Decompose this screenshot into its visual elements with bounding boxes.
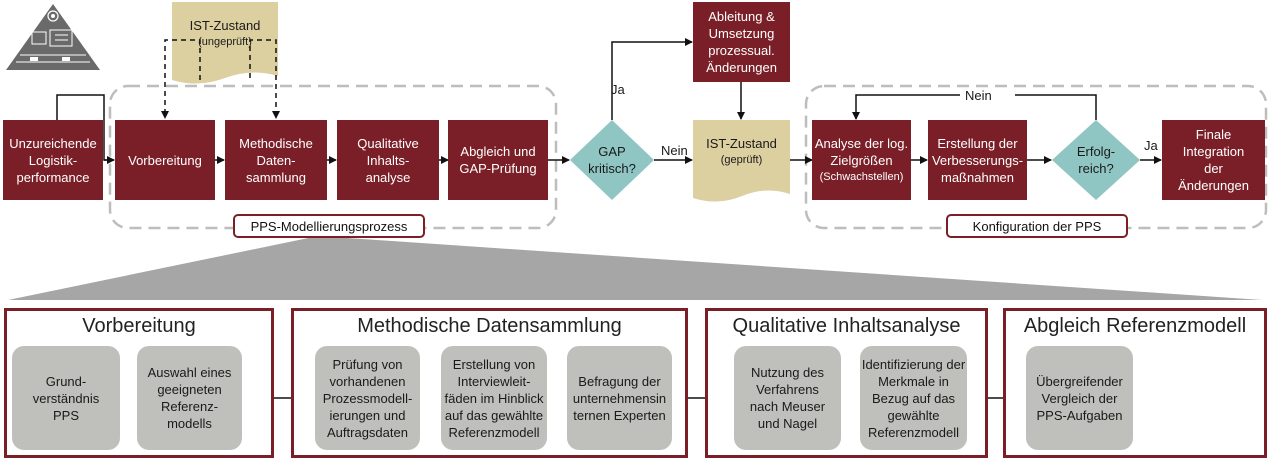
abgleich-label: Abgleich und GAP-Prüfung	[459, 144, 537, 176]
step-label: Nutzung des Verfahrens nach Meuser und N…	[749, 365, 826, 431]
ja-label-gap: Ja	[611, 82, 625, 97]
step-identifizierung-merkmale: Identifizierung der Merkmale in Bezug au…	[860, 346, 967, 450]
step-nutzung-verfahren: Nutzung des Verfahrens nach Meuser und N…	[734, 346, 841, 450]
gap-diamond	[570, 120, 654, 200]
ist-ungeprueft-shape	[172, 2, 278, 84]
vorbereitung-label: Vorbereitung	[128, 152, 202, 168]
erstellung-box: Erstellung der Verbesserungs- maßnahmen	[928, 120, 1027, 200]
erfolgreich-decision: Erfolg- reich?	[1064, 140, 1128, 180]
abgleich-box: Abgleich und GAP-Prüfung	[448, 120, 548, 200]
konfig-group-label-text: Konfiguration der PPS	[972, 218, 1102, 234]
step-label: Grund- verständnis PPS	[32, 373, 100, 423]
ist-ungeprueft-sub: (ungeprüft)	[198, 36, 252, 48]
step-label: Befragung der unternehmensin ternen Expe…	[572, 373, 667, 423]
step-label: Übergreifender Vergleich der PPS-Aufgabe…	[1036, 373, 1123, 423]
step-label: Prüfung von vorhandenen Prozessmodell- i…	[322, 356, 413, 440]
step-erstellung-interviewleitfaeden: Erstellung von Interviewleit- fäden im H…	[441, 346, 547, 450]
pps-group-label: PPS-Modellierungsprozess	[233, 214, 425, 238]
konfig-group-label: Konfiguration der PPS	[946, 214, 1128, 238]
analyse-label: Analyse der log. Zielgrößen	[814, 135, 909, 168]
ja-label-erfolg: Ja	[1144, 138, 1158, 153]
vorbereitung-box: Vorbereitung	[115, 120, 215, 200]
ist-geprueft-shape	[693, 120, 790, 202]
methodische-label: Methodische Daten- sammlung	[239, 135, 313, 185]
start-label: Unzureichende Logistik- performance	[9, 135, 97, 185]
ist-ungeprueft-doc: IST-Zustand (ungeprüft)	[172, 12, 278, 56]
ist-geprueft-doc: IST-Zustand (geprüft)	[693, 130, 790, 174]
section-title: Abgleich Referenzmodell	[1023, 315, 1247, 337]
step-auswahl-referenzmodell: Auswahl eines geeigneten Referenz- model…	[137, 346, 242, 450]
step-label: Auswahl eines geeigneten Referenz- model…	[147, 365, 232, 431]
ableitung-box: Ableitung & Umsetzung prozessual. Änderu…	[693, 2, 790, 82]
erfolgreich-label: Erfolg- reich?	[1076, 144, 1116, 176]
zoom-projection	[8, 236, 1262, 300]
analyse-box: Analyse der log. Zielgrößen (Schwachstel…	[812, 120, 911, 200]
nein-label-gap: Nein	[661, 143, 688, 158]
erstellung-label: Erstellung der Verbesserungs- maßnahmen	[931, 135, 1024, 185]
gap-decision: GAP kritisch?	[580, 140, 644, 180]
step-label: Erstellung von Interviewleit- fäden im H…	[444, 356, 544, 440]
section-title: Vorbereitung	[82, 315, 196, 337]
step-pruefung-prozessmodellierungen: Prüfung von vorhandenen Prozessmodell- i…	[315, 346, 420, 450]
section-title: Qualitative Inhaltsanalyse	[732, 315, 961, 337]
finale-label: Finale Integration der Änderungen	[1178, 127, 1249, 193]
step-vergleich-pps-aufgaben: Übergreifender Vergleich der PPS-Aufgabe…	[1026, 346, 1133, 450]
erfolg-diamond	[1052, 120, 1140, 200]
start-box: Unzureichende Logistik- performance	[3, 120, 103, 200]
ist-geprueft-sub: (geprüft)	[720, 154, 763, 166]
pyramid-logo-icon	[6, 4, 100, 70]
finale-box: Finale Integration der Änderungen	[1162, 120, 1265, 200]
ist-geprueft-title: IST-Zustand	[706, 136, 777, 151]
qualitative-box: Qualitative Inhalts- analyse	[337, 120, 439, 200]
section-title: Methodische Datensammlung	[357, 315, 622, 337]
step-befragung-experten: Befragung der unternehmensin ternen Expe…	[567, 346, 672, 450]
qualitative-label: Qualitative Inhalts- analyse	[357, 135, 419, 185]
gap-label: GAP kritisch?	[588, 144, 636, 176]
pps-group-label-text: PPS-Modellierungsprozess	[250, 218, 408, 234]
nein-label-erfolg: Nein	[965, 88, 992, 103]
step-label: Identifizierung der Merkmale in Bezug au…	[861, 356, 966, 440]
step-grundverstaendnis: Grund- verständnis PPS	[12, 346, 120, 450]
ist-ungeprueft-title: IST-Zustand	[189, 18, 261, 33]
analyse-sub-label: (Schwachstellen)	[819, 170, 904, 183]
ableitung-label: Ableitung & Umsetzung prozessual. Änderu…	[706, 9, 777, 75]
methodische-box: Methodische Daten- sammlung	[225, 120, 327, 200]
